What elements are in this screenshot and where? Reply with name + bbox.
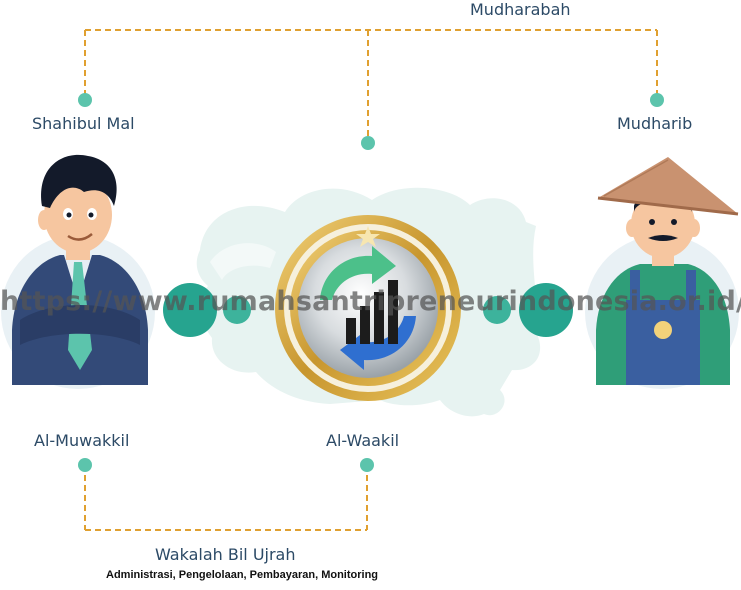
node-dot-mudharib <box>650 93 664 107</box>
label-mudharib: Mudharib <box>617 114 693 133</box>
link-circle-right-small <box>483 296 511 324</box>
node-dot-shahibul-mal <box>78 93 92 107</box>
growth-chart-icon <box>320 246 416 370</box>
mudharabah-connector <box>84 29 658 143</box>
watermark-url: https://www.rumahsantripreneurindonesia.… <box>0 286 741 317</box>
link-circle-left-large <box>163 283 217 337</box>
label-wakalah-description: Administrasi, Pengelolaan, Pembayaran, M… <box>106 569 379 581</box>
link-circle-left-small <box>223 296 251 324</box>
label-wakalah-bil-ujrah: Wakalah Bil Ujrah <box>155 545 296 564</box>
node-dot-al-waakil <box>360 458 374 472</box>
farmer-figure <box>585 157 739 389</box>
label-shahibul-mal: Shahibul Mal <box>32 114 135 133</box>
label-mudharabah: Mudharabah <box>470 0 571 19</box>
node-dot-al-muwakkil <box>78 458 92 472</box>
businessman-figure <box>1 154 155 389</box>
label-al-muwakkil: Al-Muwakkil <box>34 431 130 450</box>
node-dot-center-top <box>361 136 375 150</box>
wakalah-connector <box>84 465 368 531</box>
label-al-waakil: Al-Waakil <box>326 431 400 450</box>
link-circle-right-large <box>519 283 573 337</box>
